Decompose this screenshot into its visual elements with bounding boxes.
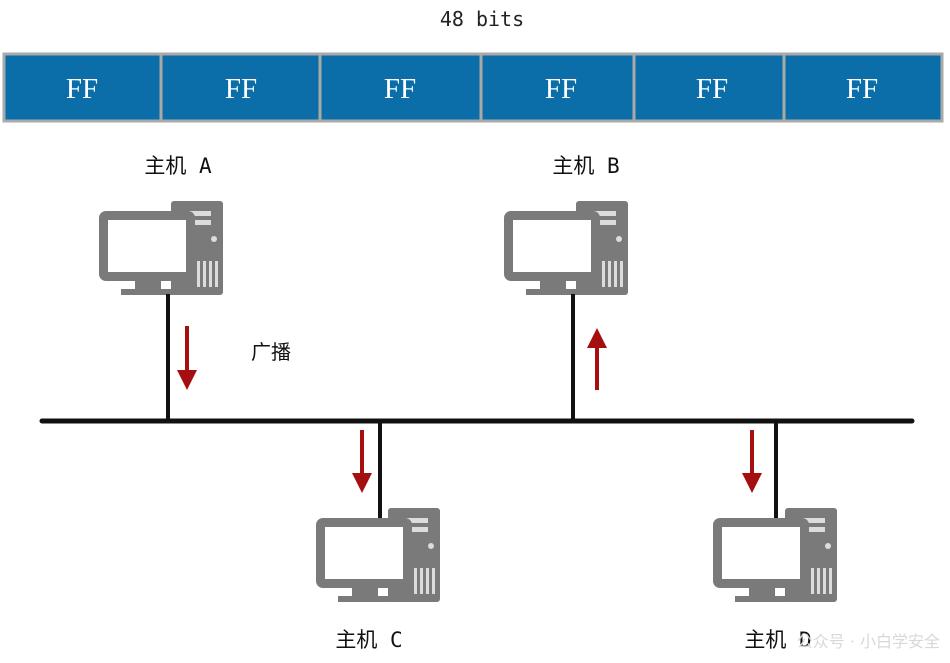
host-b: 主机 B xyxy=(504,154,628,421)
computer-icon xyxy=(713,508,837,602)
frame-byte-6 xyxy=(782,52,944,123)
frame-byte-2-text: FF xyxy=(225,73,257,105)
host-d-label: 主机 D xyxy=(744,628,811,652)
frame-byte-2 xyxy=(159,52,322,123)
computer-icon xyxy=(504,201,628,295)
host-a-label: 主机 A xyxy=(144,154,212,178)
watermark-text: 公众号 · 小白学安全 xyxy=(797,632,940,651)
frame-byte-4-text: FF xyxy=(545,73,577,105)
broadcast-mac-frame: FF FF FF FF FF FF xyxy=(2,52,944,123)
host-b-label: 主机 B xyxy=(552,154,619,178)
host-c-label: 主机 C xyxy=(335,628,402,652)
frame-byte-5-text: FF xyxy=(696,73,728,105)
computer-icon xyxy=(99,201,223,295)
host-d: 主机 D xyxy=(713,421,837,652)
host-c: 主机 C xyxy=(316,421,440,652)
broadcast-label: 广播 xyxy=(251,340,291,364)
frame-byte-1 xyxy=(2,52,163,123)
frame-byte-3-text: FF xyxy=(384,73,416,105)
frame-byte-3 xyxy=(318,52,483,123)
frame-byte-5 xyxy=(632,52,786,123)
arrow-down-icon xyxy=(742,430,762,493)
bits-label: 48 bits xyxy=(440,7,524,31)
host-a: 主机 A xyxy=(99,154,223,421)
frame-byte-6-text: FF xyxy=(846,73,878,105)
arrow-down-icon xyxy=(177,326,197,390)
arrow-up-icon xyxy=(587,328,607,390)
computer-icon xyxy=(316,508,440,602)
arrow-down-icon xyxy=(352,430,372,493)
frame-byte-1-text: FF xyxy=(66,73,98,105)
